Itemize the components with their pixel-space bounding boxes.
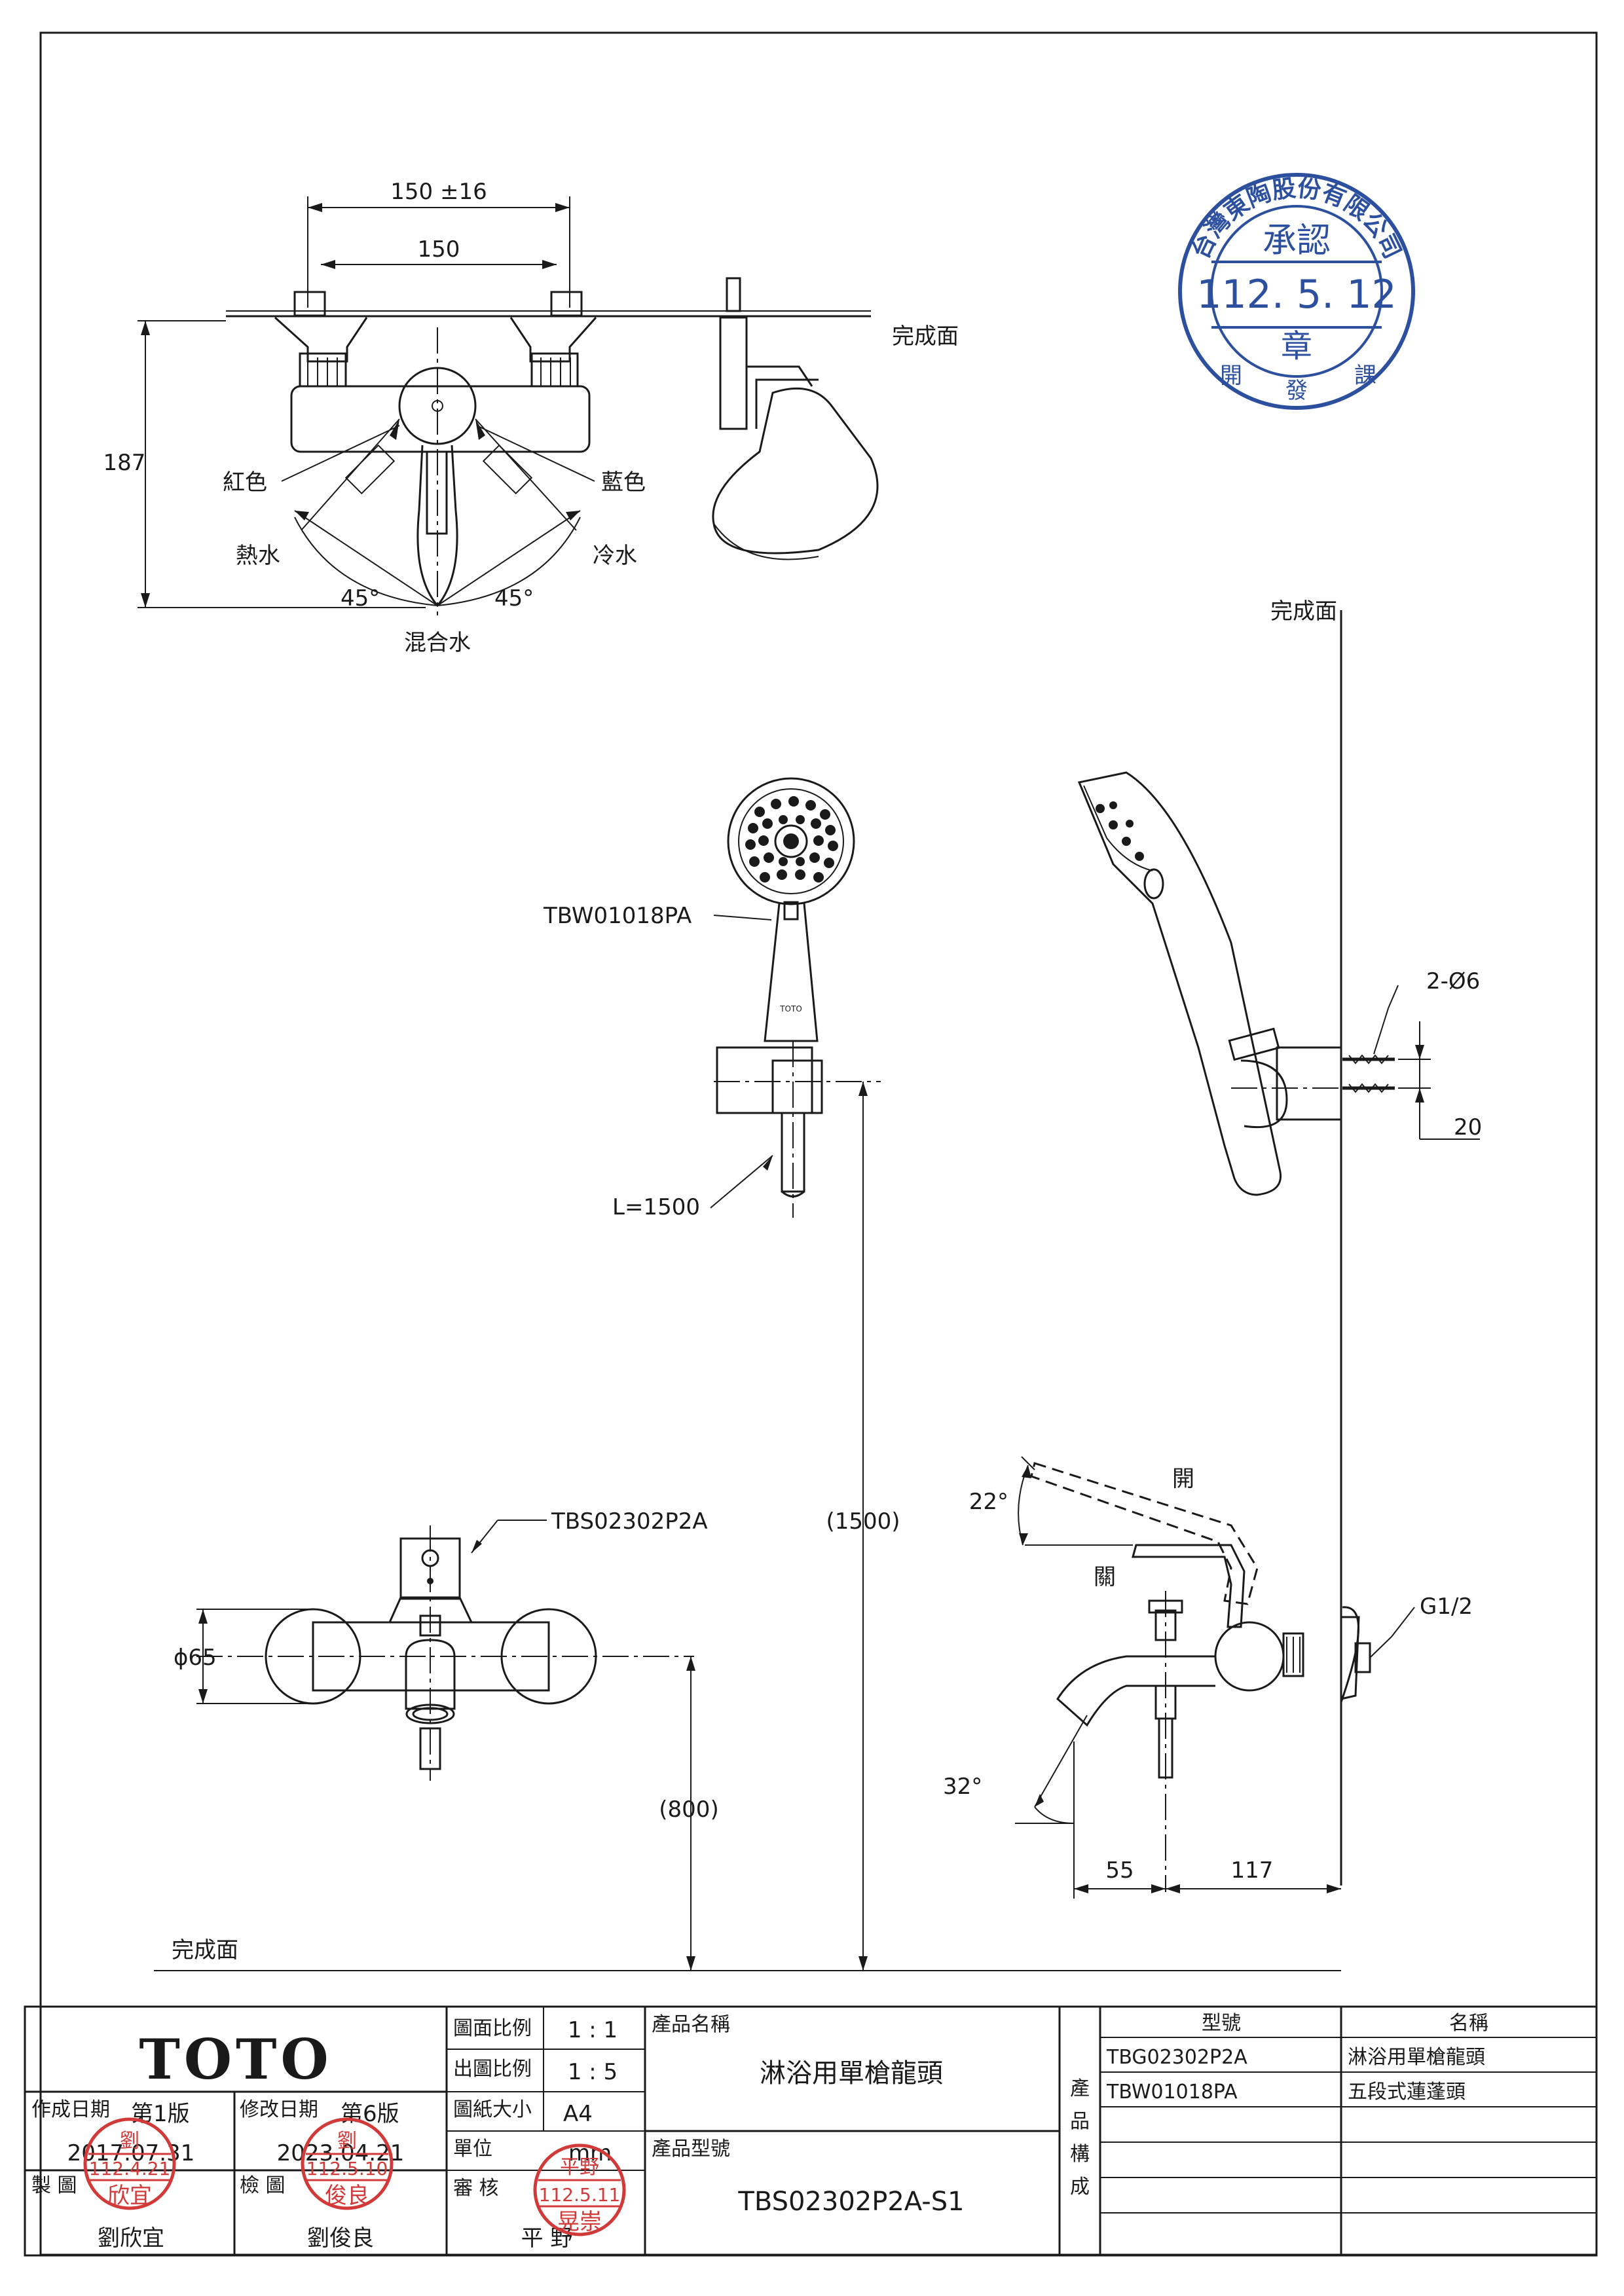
stamp-dept-left: 開 <box>1220 363 1242 389</box>
print-scale-value: 1 : 5 <box>568 2059 618 2085</box>
paper-value: A4 <box>563 2101 593 2127</box>
product-name-label: 產品名稱 <box>652 2013 730 2036</box>
review-stamp: 平野 112.5.11 晃崇 <box>533 2143 626 2236</box>
shower-logo: TOTO <box>779 1004 802 1013</box>
faucet-model: TBS02302P2A <box>551 1508 708 1535</box>
svg-text:晃崇: 晃崇 <box>557 2209 602 2235</box>
dim-55: 55 <box>1105 1857 1134 1884</box>
product-model-label: 產品型號 <box>652 2138 730 2160</box>
stamp-dept-right: 課 <box>1354 363 1376 389</box>
composition-label-4: 成 <box>1070 2176 1090 2198</box>
created-edition: 第1版 <box>131 2101 190 2127</box>
part-model-2: TBW01018PA <box>1106 2081 1238 2104</box>
unit-label: 單位 <box>453 2138 492 2160</box>
scale-value: 1 : 1 <box>568 2017 618 2043</box>
thread-spec: G1/2 <box>1420 1594 1473 1620</box>
checked-by: 劉俊良 <box>307 2225 374 2251</box>
faucet-front-view: TBS02302P2A ϕ65 <box>174 1508 708 1781</box>
composition-label-3: 構 <box>1070 2143 1090 2166</box>
composition-label-1: 產 <box>1070 2077 1090 2100</box>
label-blue: 藍色 <box>601 469 646 496</box>
stamp-title: 承認 <box>1263 221 1331 261</box>
checked-label: 檢 圖 <box>240 2174 286 2197</box>
dim-height: 187 <box>103 450 146 476</box>
reviewer: 平 野 <box>521 2225 573 2251</box>
svg-text:欣宜: 欣宜 <box>107 2183 152 2209</box>
screw-spacing: 20 <box>1454 1114 1482 1140</box>
svg-text:劉: 劉 <box>120 2130 139 2153</box>
part-name-2: 五段式蓮蓬頭 <box>1348 2081 1466 2104</box>
drawn-label: 製 圖 <box>31 2174 77 2197</box>
finish-surface-top: 完成面 <box>892 323 959 350</box>
stamp-seal: 章 <box>1281 328 1312 365</box>
revised-label: 修改日期 <box>240 2098 318 2121</box>
review-label: 審 核 <box>453 2177 499 2200</box>
finish-surface-floor: 完成面 <box>172 1937 238 1963</box>
part-model-1: TBG02302P2A <box>1106 2046 1247 2069</box>
top-view: 150 ±16 150 完成面 187 <box>103 179 959 656</box>
screw-spec: 2-Ø6 <box>1426 968 1480 994</box>
angle-lever: 22° <box>969 1489 1008 1515</box>
parts-header-model: 型號 <box>1202 2012 1241 2035</box>
label-hot: 熱水 <box>236 543 280 569</box>
print-scale-label: 出圖比例 <box>453 2058 532 2081</box>
svg-text:俊良: 俊良 <box>325 2183 369 2209</box>
created-label: 作成日期 <box>31 2098 110 2121</box>
parts-header-name: 名稱 <box>1449 2012 1488 2035</box>
composition-label-2: 品 <box>1070 2110 1090 2133</box>
angle-spout: 32° <box>943 1774 982 1800</box>
angle-left: 45° <box>341 585 380 611</box>
label-mixed: 混合水 <box>404 630 471 656</box>
hose-length: L=1500 <box>612 1194 700 1220</box>
hand-shower-side: 完成面 2-Ø6 20 <box>1077 598 1482 1886</box>
scale-label: 圖面比例 <box>453 2017 532 2040</box>
stamp-dept-mid: 發 <box>1285 378 1308 404</box>
approval-stamp: 台灣東陶股份有限公司 承認 112. 5. 12 章 開 發 課 <box>1178 173 1415 410</box>
dim-overall: 150 ±16 <box>390 179 487 205</box>
part-name-1: 淋浴用單槍龍頭 <box>1348 2046 1485 2069</box>
dim-800: (800) <box>659 1796 718 1823</box>
finish-surface-right: 完成面 <box>1270 598 1337 625</box>
product-model: TBS02302P2A-S1 <box>737 2187 964 2217</box>
title-block: TOTO 作成日期 第1版 2017.07.31 修改日期 第6版 2023.0… <box>24 2005 1598 2257</box>
svg-text:112.5.11: 112.5.11 <box>539 2184 621 2206</box>
product-name: 淋浴用單槍龍頭 <box>760 2058 943 2088</box>
hand-shower-model: TBW01018PA <box>543 903 692 929</box>
label-open: 開 <box>1172 1466 1194 1492</box>
checked-stamp: 劉 112.5.10 俊良 <box>301 2117 394 2210</box>
drawn-stamp: 劉 112.4.21 欣宜 <box>83 2117 176 2210</box>
hand-shower-front: TOTO TBW01018PA L=1500 <box>543 777 881 1220</box>
dim-center: 150 <box>418 236 460 263</box>
dim-1500: (1500) <box>826 1508 900 1535</box>
dim-117: 117 <box>1231 1857 1274 1884</box>
revised-edition: 第6版 <box>341 2101 399 2127</box>
svg-text:劉: 劉 <box>337 2130 357 2153</box>
svg-text:平野: 平野 <box>560 2156 599 2179</box>
paper-label: 圖紙大小 <box>453 2098 532 2121</box>
brand-logo: TOTO <box>139 2027 332 2092</box>
angle-right: 45° <box>494 585 534 611</box>
label-cold: 冷水 <box>593 543 637 569</box>
svg-text:112.5.10: 112.5.10 <box>306 2158 388 2179</box>
faucet-side-view: G1/2 22° 開 關 32° <box>943 1456 1473 1899</box>
height-dimensions: (1500) (800) 完成面 <box>154 1082 1341 1971</box>
dim-diameter: ϕ65 <box>174 1645 217 1671</box>
label-red: 紅色 <box>223 469 267 496</box>
stamp-date: 112. 5. 12 <box>1196 272 1396 318</box>
spray-holes <box>745 796 838 883</box>
svg-text:112.4.21: 112.4.21 <box>89 2158 171 2179</box>
label-close: 關 <box>1094 1564 1116 1590</box>
drawn-by: 劉欣宜 <box>98 2225 164 2251</box>
